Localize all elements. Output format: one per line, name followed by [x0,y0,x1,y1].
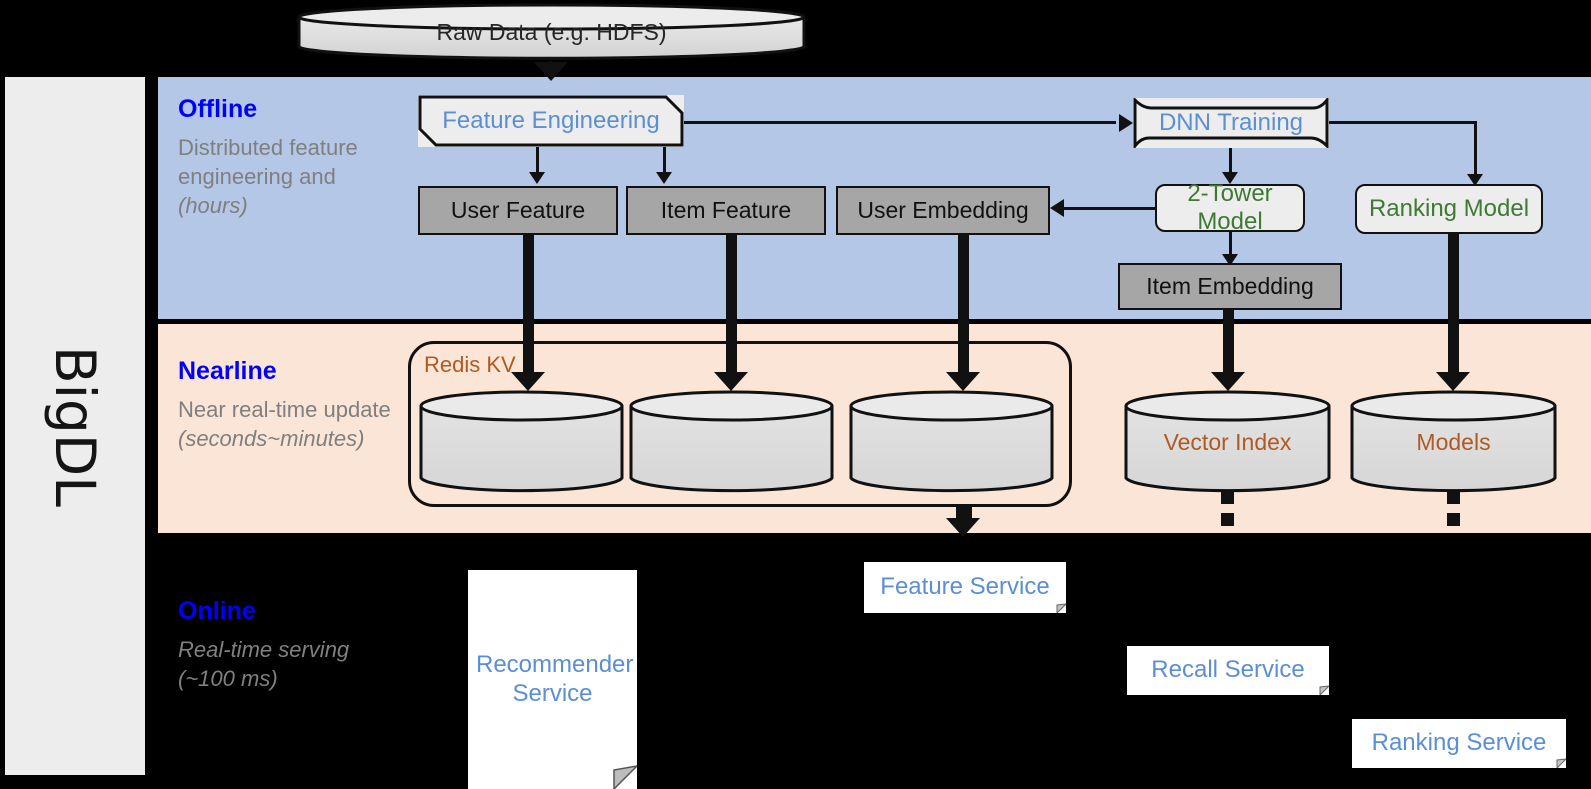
connector-twotower-userembedding [1064,207,1156,210]
kv-store-cylinder-1 [419,390,624,494]
nearline-title: Nearline [178,357,277,385]
bigdl-sidebar: BigDL [5,77,145,775]
stub-rankingservice-1 [1447,490,1460,504]
models-label: Models [1416,428,1491,455]
bigdl-label: BigDL [43,345,107,507]
pipe-userembedding-kv [958,235,969,383]
feature-service-node[interactable]: Feature Service [864,562,1066,613]
kv-store-label-2 [629,390,834,494]
arrowhead-itemfeature-kv [714,372,748,391]
connector-fe-userfeature [536,147,539,175]
nearline-subtitle: Near real-time update (seconds~minutes) [178,396,391,451]
vector-index-label: Vector Index [1163,428,1292,455]
arrowhead-fe-dnn [1119,114,1133,132]
arrowhead-dnn-ranking [1467,174,1483,186]
arrowhead-twotower-userembedding [1050,199,1064,217]
item-feature-node[interactable]: Item Feature [626,186,826,235]
raw-data-label: Raw Data (e.g. HDFS) [436,18,667,45]
dnn-training-node[interactable]: DNN Training [1133,98,1329,148]
ranking-model-label: Ranking Model [1368,194,1530,222]
offline-caption: Offline Distributed feature engineering … [178,95,408,220]
connector-fe-dnn [684,121,1116,124]
arrowhead-dnn-twotower [1222,172,1238,184]
arrowhead-rankingmodel-models [1436,372,1470,391]
stub-recallservice-2 [1221,513,1234,526]
redis-kv-label: Redis KV [424,352,516,377]
arrowhead-userembedding-kv [946,372,980,391]
recommender-service-label: Recommender Service [476,651,634,707]
offline-title: Offline [178,95,258,123]
arrowhead-fe-itemfeature [656,172,672,184]
recall-service-label: Recall Service [1151,656,1305,684]
arrowhead-rawdata-fe [534,62,568,81]
ranking-service-label: Ranking Service [1371,729,1547,757]
kv-store-label-3 [849,390,1054,494]
feature-engineering-label: Feature Engineering [442,106,660,134]
user-feature-label: User Feature [450,196,586,223]
ranking-model-node[interactable]: Ranking Model [1355,184,1543,234]
user-embedding-label: User Embedding [857,196,1029,223]
feature-service-label: Feature Service [880,573,1050,601]
ranking-service-node[interactable]: Ranking Service [1352,719,1566,768]
stub-featureservice-1 [956,505,972,520]
arrowhead-fe-userfeature [529,172,545,184]
user-feature-node[interactable]: User Feature [418,186,618,235]
connector-twotower-itemembedding [1229,232,1232,260]
pipe-itemembedding-vectorindex [1223,310,1234,383]
arrowhead-itemembedding-vectorindex [1211,372,1245,391]
two-tower-model-node[interactable]: 2-Tower Model [1155,180,1305,235]
stub-recallservice-1 [1221,490,1234,504]
kv-store-label-1 [419,390,624,494]
offline-subtitle: Distributed feature engineering and (hou… [178,134,358,218]
pipe-itemfeature-kv [726,235,737,383]
dnn-training-label: DNN Training [1158,108,1304,136]
pipe-userfeature-kv [523,235,534,383]
vector-index-cylinder: Vector Index [1124,390,1331,494]
item-feature-label: Item Feature [660,196,792,223]
two-tower-model-label: 2-Tower Model [1187,179,1273,235]
stub-rankingservice-2 [1447,513,1460,526]
arrowhead-userfeature-kv [511,372,545,391]
feature-engineering-node[interactable]: Feature Engineering [418,95,684,147]
kv-store-cylinder-2 [629,390,834,494]
connector-dnn-twotower [1229,148,1232,176]
connector-fe-itemfeature [663,147,666,175]
online-title: Online [178,597,256,625]
recall-service-node[interactable]: Recall Service [1127,646,1329,695]
online-subtitle: Real-time serving (~100 ms) [178,636,350,691]
arrowhead-kv-featureservice [946,518,980,537]
redis-kv-container [408,341,1072,507]
user-embedding-node[interactable]: User Embedding [836,186,1050,235]
recommender-service-node[interactable]: Recommender Service [468,570,637,789]
raw-data-cylinder: Raw Data (e.g. HDFS) [297,3,806,61]
nearline-caption: Nearline Near real-time update (seconds~… [178,357,408,453]
pipe-rankingmodel-models [1448,234,1459,383]
models-cylinder: Models [1350,390,1557,494]
item-embedding-node[interactable]: Item Embedding [1118,263,1342,310]
online-caption: Online Real-time serving (~100 ms) [178,597,408,693]
item-embedding-label: Item Embedding [1146,272,1314,299]
connector-dnn-ranking-h [1329,121,1477,124]
kv-store-cylinder-3 [849,390,1054,494]
connector-dnn-ranking-v [1474,121,1477,178]
